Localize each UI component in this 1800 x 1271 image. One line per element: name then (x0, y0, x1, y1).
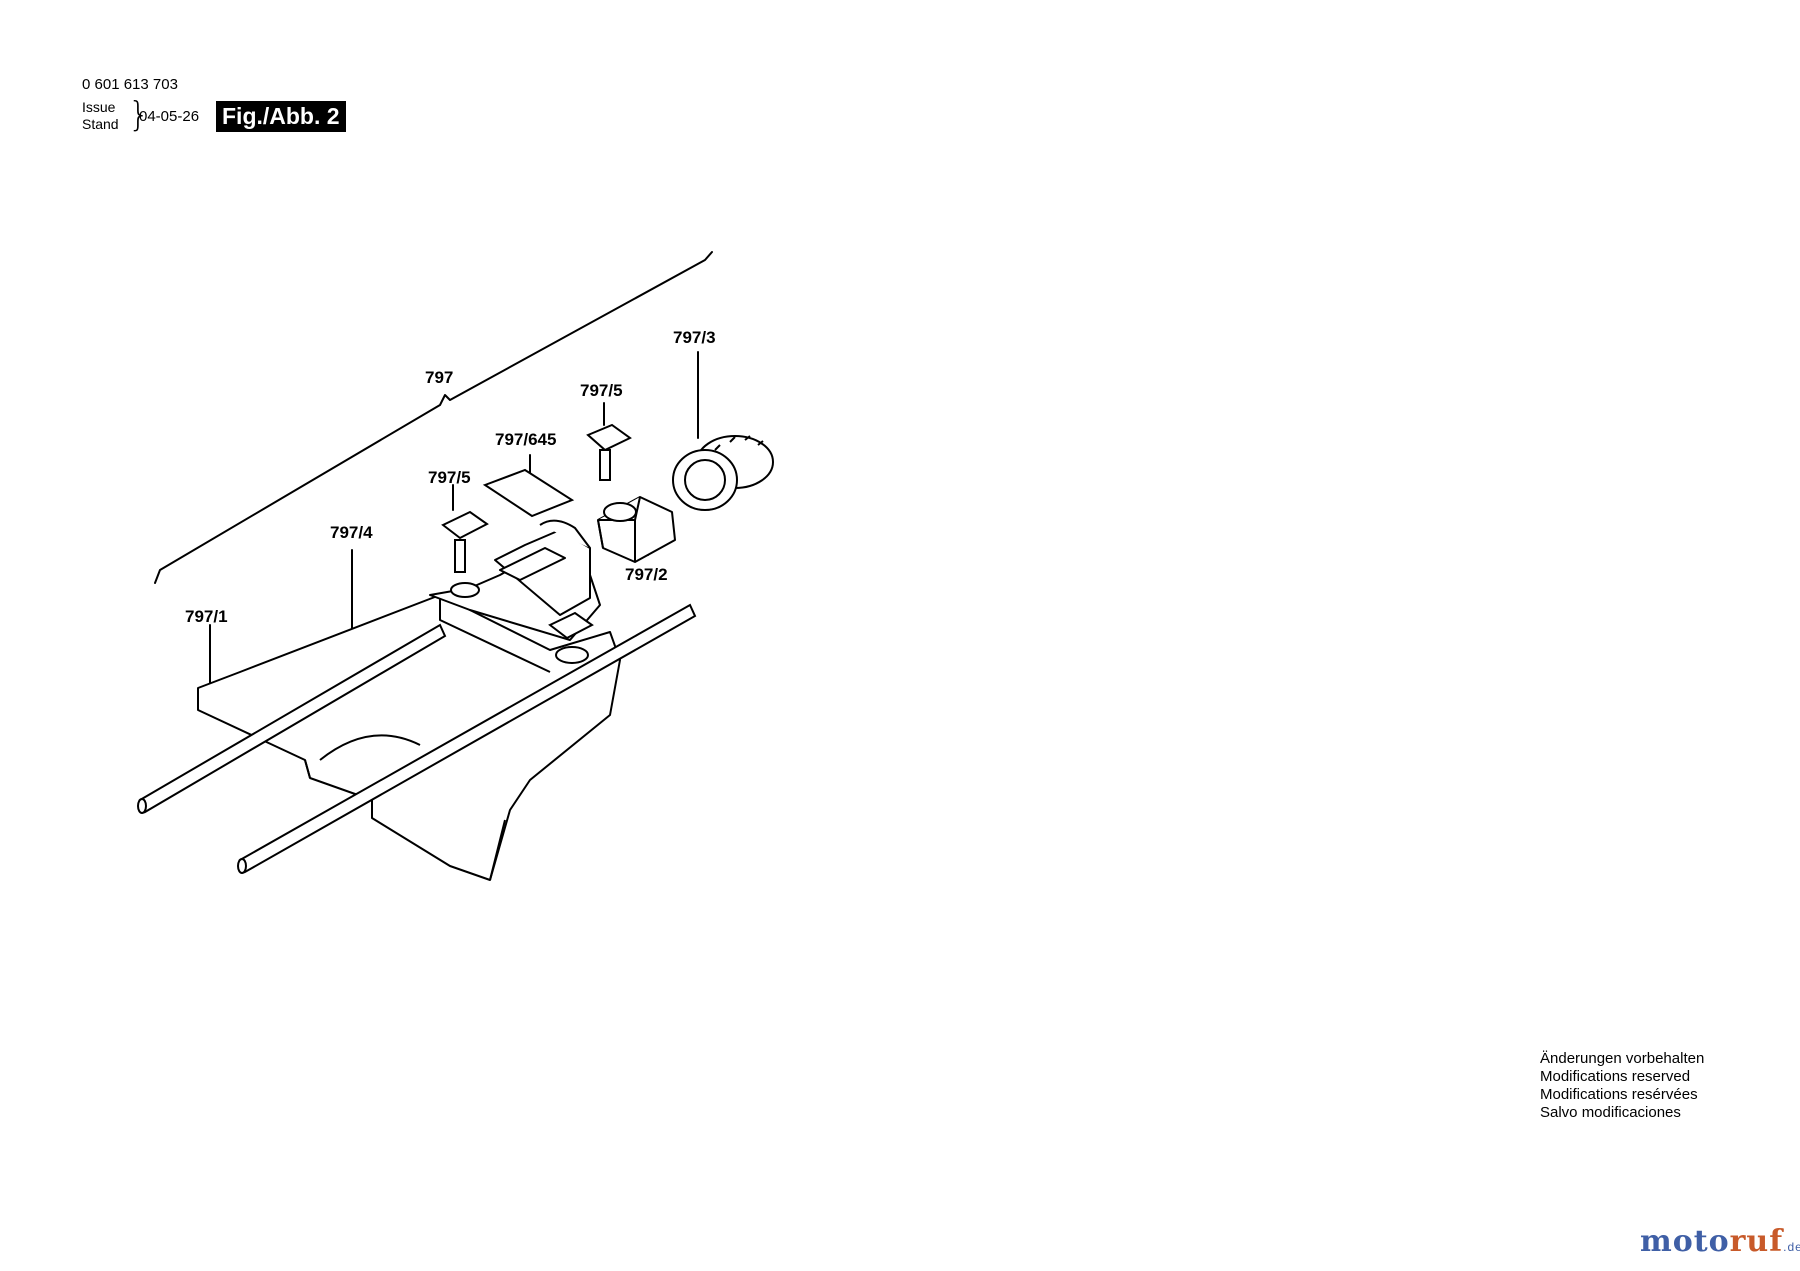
carrier-block (429, 519, 601, 641)
issue-label: Issue (82, 99, 116, 115)
figure-badge: Fig./Abb. 2 (216, 101, 346, 132)
note-es: Salvo modificaciones (1540, 1104, 1681, 1121)
label-797-5-left: 797/5 (428, 468, 471, 487)
wing-screw-left (441, 510, 489, 598)
label-797-645: 797/645 (495, 430, 557, 449)
part-797-3-nut (672, 435, 774, 511)
note-fr: Modifications resérvées (1540, 1086, 1698, 1103)
issue-stand-labels: Issue Stand (82, 99, 119, 133)
wing-screw-top (586, 423, 632, 481)
brand-part2: ruf (1729, 1224, 1784, 1259)
stand-label: Stand (82, 116, 119, 132)
part-797-645-plate (482, 468, 575, 518)
brand-tld: .de (1783, 1240, 1800, 1254)
note-de: Änderungen vorbehalten (1540, 1050, 1705, 1067)
base-plate (197, 594, 621, 881)
issue-date: 04-05-26 (139, 108, 200, 125)
modification-notes: Änderungen vorbehalten Modifications res… (1540, 1050, 1704, 1122)
label-797-2: 797/2 (625, 565, 668, 584)
guide-rods (137, 603, 697, 874)
part-797-2-adapter (597, 496, 676, 563)
label-797-4: 797/4 (330, 523, 373, 542)
label-797-3: 797/3 (673, 328, 716, 347)
brand-logo: motoruf.de (1640, 1224, 1800, 1259)
wing-screw-front (548, 611, 594, 664)
issue-brace: } (128, 95, 150, 135)
brand-part1: moto (1640, 1224, 1730, 1259)
label-797-1: 797/1 (185, 607, 228, 626)
note-en: Modifications reserved (1540, 1068, 1691, 1085)
label-797: 797 (425, 368, 454, 387)
bracket-797 (154, 251, 713, 584)
part-number: 0 601 613 703 (82, 76, 178, 93)
label-797-5-top: 797/5 (580, 381, 623, 400)
